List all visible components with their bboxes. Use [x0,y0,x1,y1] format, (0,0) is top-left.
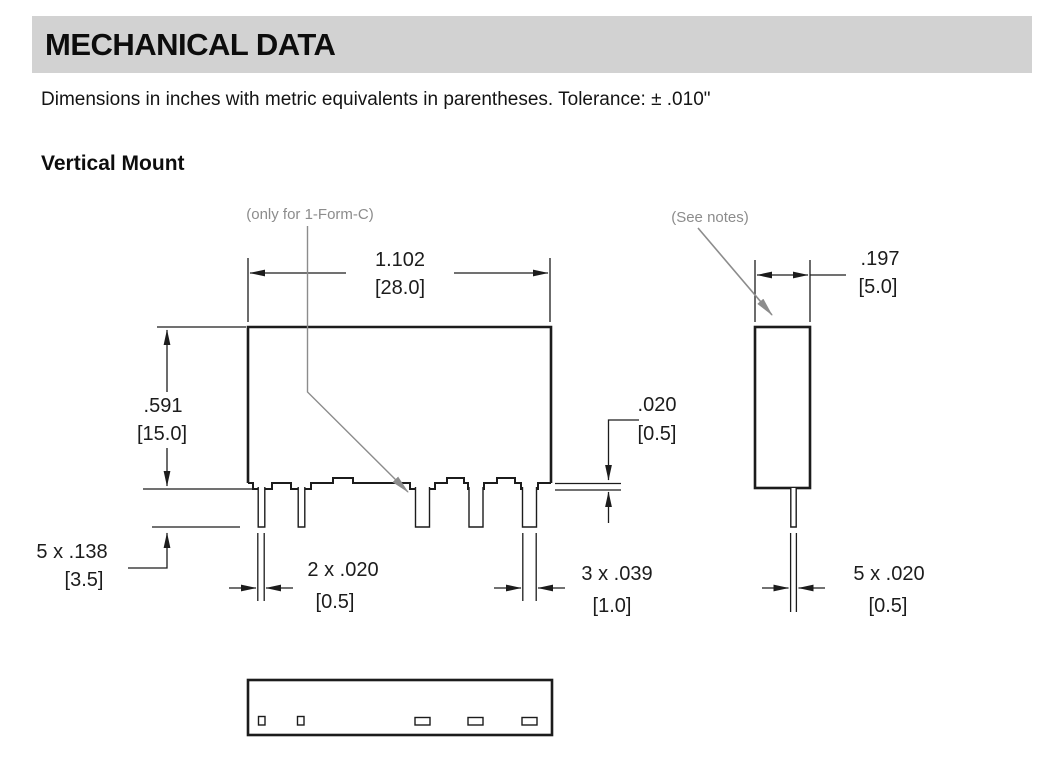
dimension-note-text: Dimensions in inches with metric equival… [41,89,711,110]
dim-body-width-in: 1.102 [375,249,425,271]
dim-thin-pin-width-mm: [0.5] [316,591,355,613]
pin-3 [414,487,431,528]
dim-pin-length-mm: [3.5] [65,569,104,591]
dim-body-height-in: .591 [144,395,183,417]
dim-wide-pin-width: 3 x .039 [1.0] [494,533,653,617]
dim-thin-pin-width-in: 2 x .020 [307,559,378,581]
dim-standoff: .020 [0.5] [555,394,676,523]
relay-body-outline [246,325,553,483]
dim-side-depth-in: .197 [861,248,900,270]
dim-body-width-mm: [28.0] [375,277,425,299]
dim-wide-pin-width-in: 3 x .039 [581,563,652,585]
pin-5 [521,487,538,528]
dim-body-height: .591 [15.0] [137,326,253,490]
pin-2 [297,487,306,528]
see-notes-label: (See notes) [671,209,749,226]
pad-3 [414,716,431,726]
dim-side-depth: .197 [5.0] [754,248,900,322]
dim-side-depth-mm: [5.0] [859,276,898,298]
only-form-c-label: (only for 1-Form-C) [246,206,374,223]
dim-standoff-in: .020 [638,394,677,416]
pad-4 [467,716,484,726]
dim-pin-thickness-mm: [0.5] [869,595,908,617]
section-header-bar: MECHANICAL DATA [32,16,1032,73]
bottom-view-outline [246,678,554,737]
bottom-view [246,678,554,737]
leader-see-notes: (See notes) [671,209,773,316]
dim-pin-length-in: 5 x .138 [36,541,107,563]
dim-pin-thickness: 5 x .020 [0.5] [762,533,925,617]
pin-4 [468,487,484,528]
leader-only-form-c: (only for 1-Form-C) [246,206,409,493]
dim-body-width: 1.102 [28.0] [247,249,551,322]
page-title: MECHANICAL DATA [45,26,336,62]
dim-pin-length: 5 x .138 [3.5] [36,526,240,591]
relay-body-bottom-edge [248,477,551,490]
pin-1 [257,487,266,528]
pad-5 [521,716,538,726]
dim-pin-thickness-in: 5 x .020 [853,563,924,585]
side-body-outline [753,325,812,490]
pad-2 [296,715,305,726]
dim-standoff-mm: [0.5] [638,423,677,445]
pad-1 [257,715,266,726]
dim-wide-pin-width-mm: [1.0] [593,595,632,617]
front-view [246,325,553,528]
dim-thin-pin-width: 2 x .020 [0.5] [229,533,379,613]
side-view [753,325,812,528]
dim-body-height-mm: [15.0] [137,423,187,445]
section-title: Vertical Mount [41,152,185,175]
side-pin [790,488,797,528]
